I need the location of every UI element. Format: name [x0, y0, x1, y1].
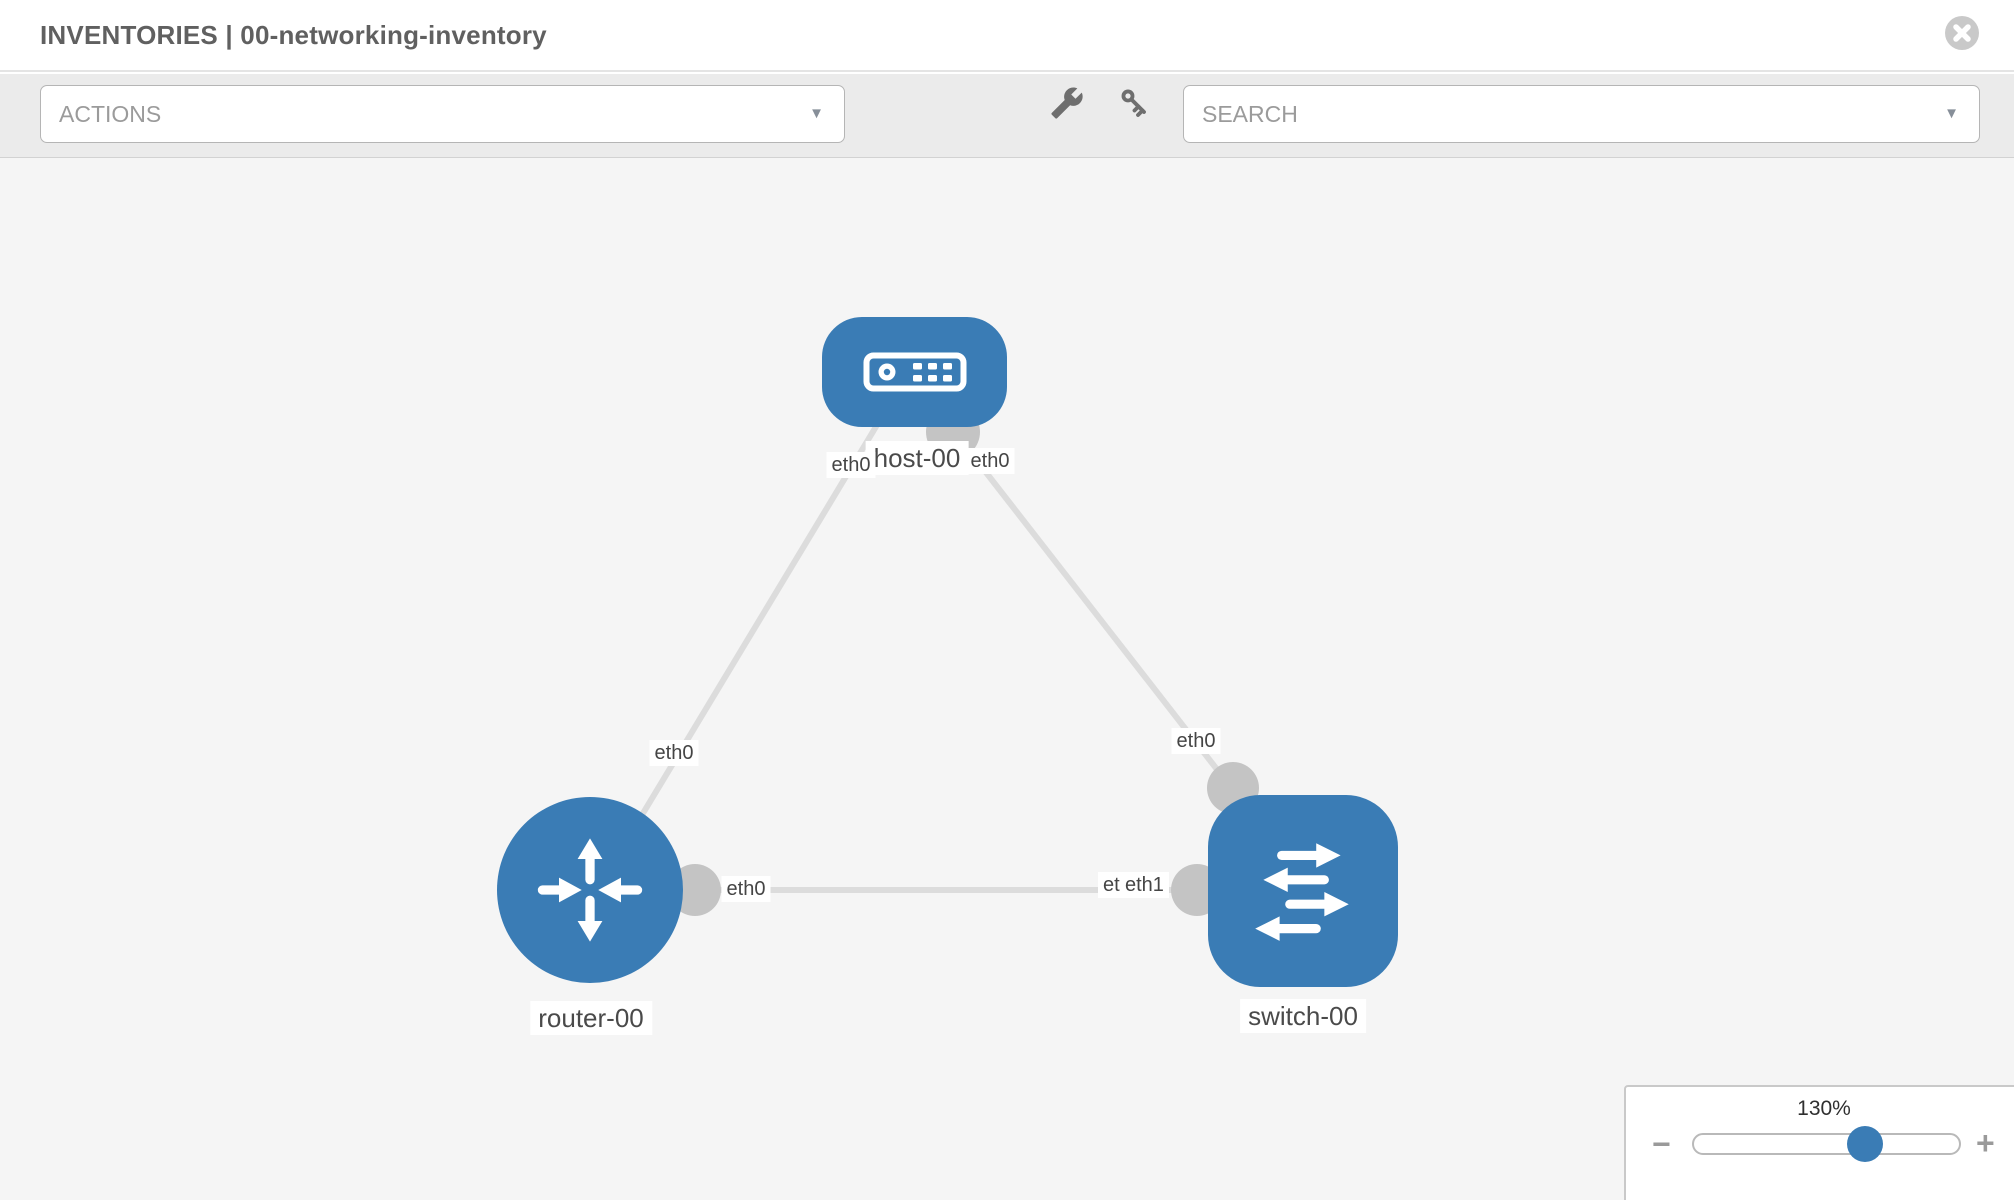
- topology-links-layer: [592, 405, 1259, 916]
- search-dropdown-label: SEARCH: [1202, 101, 1298, 127]
- node-label-router: router-00: [530, 1001, 652, 1035]
- port-label-switch-left-eth1: eth1: [1120, 872, 1169, 898]
- port-label-host-left: eth0: [826, 452, 876, 478]
- zoom-out-button[interactable]: −: [1652, 1126, 1671, 1162]
- switch-icon: [1255, 843, 1349, 941]
- host-icon: [863, 352, 966, 392]
- link-lines: [592, 418, 1236, 895]
- chevron-down-icon: ▼: [1944, 105, 1959, 122]
- router-icon: [537, 838, 643, 942]
- actions-dropdown[interactable]: ACTIONS ▼: [40, 85, 845, 143]
- page-title: INVENTORIES | 00-networking-inventory: [40, 20, 547, 50]
- node-switch-00[interactable]: [1208, 795, 1398, 987]
- close-icon[interactable]: [1944, 15, 1980, 51]
- actions-dropdown-label: ACTIONS: [59, 101, 162, 127]
- zoom-slider-handle[interactable]: [1847, 1126, 1883, 1162]
- chevron-down-icon: ▼: [809, 105, 824, 122]
- port-dots: [669, 405, 1259, 916]
- zoom-in-button[interactable]: +: [1976, 1125, 1995, 1161]
- toolbar: ACTIONS ▼ SEARCH ▼: [0, 74, 2014, 158]
- topology-canvas[interactable]: host-00 router-00 switch-00 eth0 eth0 et…: [0, 158, 2014, 1200]
- port-label-router-top: eth0: [649, 740, 699, 766]
- port-label-switch-top: eth0: [1171, 728, 1221, 754]
- search-dropdown[interactable]: SEARCH ▼: [1183, 85, 1980, 143]
- key-icon[interactable]: [1118, 86, 1152, 120]
- wrench-icon[interactable]: [1050, 86, 1084, 120]
- port-label-router-right: eth0: [721, 876, 771, 902]
- zoom-level-value: 130%: [1797, 1097, 1851, 1120]
- panel-header: INVENTORIES | 00-networking-inventory: [0, 0, 2014, 72]
- node-label-switch: switch-00: [1240, 999, 1366, 1033]
- port-label-host-right: eth0: [965, 448, 1015, 474]
- node-router-00[interactable]: [497, 797, 683, 983]
- node-host-00[interactable]: [822, 317, 1007, 427]
- zoom-slider-track[interactable]: [1692, 1133, 1961, 1155]
- zoom-control-panel: 130% − +: [1624, 1085, 2014, 1200]
- node-label-host: host-00: [865, 441, 969, 475]
